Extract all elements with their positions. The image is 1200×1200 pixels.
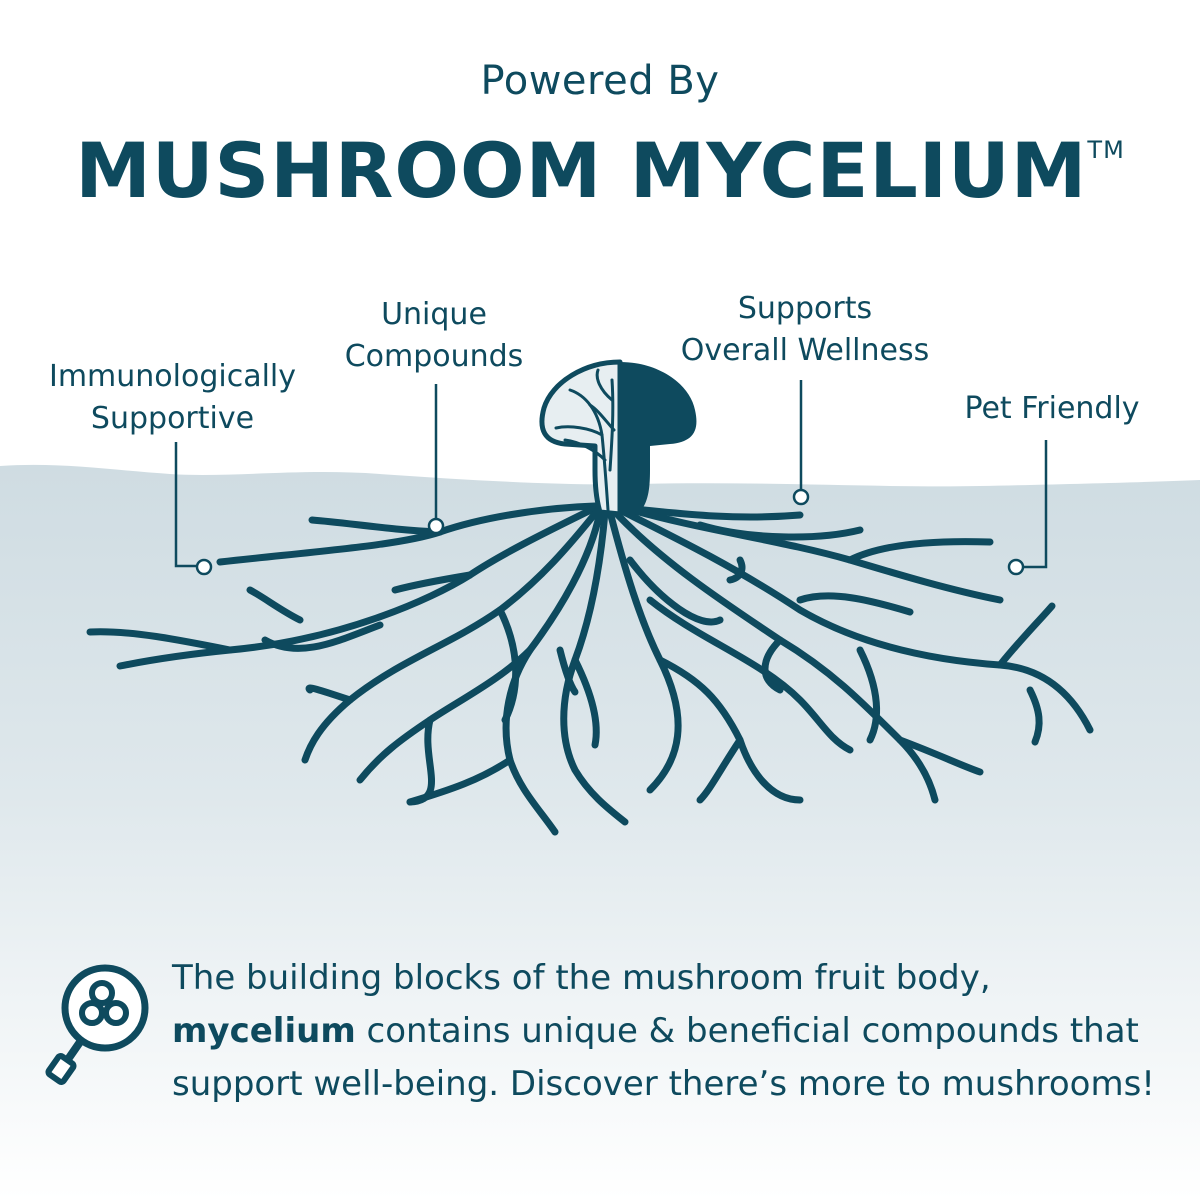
root-strand <box>571 656 600 749</box>
root-strand <box>796 592 914 616</box>
description-part-1: The building blocks of the mushroom frui… <box>172 958 991 998</box>
root-strand <box>301 506 602 764</box>
description-part-2: contains unique & beneficial compounds t… <box>172 1011 1155 1104</box>
callout-line: Pet Friendly <box>964 391 1140 426</box>
leader-immunologically <box>174 442 196 568</box>
mushroom-icon <box>539 359 697 517</box>
leader-pet <box>1024 440 1048 569</box>
root-strand <box>896 736 984 776</box>
root-strand <box>856 646 881 744</box>
callout-immunologically-supportive: Immunologically Supportive <box>40 356 305 440</box>
root-strand <box>246 586 304 624</box>
root-strand <box>696 736 744 804</box>
description-highlight: mycelium <box>172 1011 356 1051</box>
root-strand <box>646 596 854 754</box>
root-strand <box>696 521 864 541</box>
callout-leaders <box>174 380 1048 576</box>
title-text: MUSHROOM MYCELIUM <box>75 126 1088 215</box>
root-strand <box>406 756 514 806</box>
root-strand <box>391 571 474 594</box>
mushroom-cap-solid <box>620 362 697 514</box>
root-strand <box>846 538 994 564</box>
trademark-symbol: TM <box>1087 136 1125 164</box>
callout-line: Supports <box>737 291 873 326</box>
root-strand <box>556 646 579 696</box>
magnifying-glass-icon <box>45 964 149 1085</box>
callout-pet-friendly: Pet Friendly <box>952 388 1152 430</box>
callout-line: Supportive <box>90 401 255 436</box>
root-strand <box>1026 686 1043 746</box>
description-text: The building blocks of the mushroom frui… <box>172 952 1172 1111</box>
root-strand <box>616 506 1094 734</box>
root-strand <box>305 684 354 704</box>
callout-line: Overall Wellness <box>680 333 930 368</box>
page-title: MUSHROOM MYCELIUMTM <box>0 126 1200 215</box>
root-strand <box>626 556 724 626</box>
leader-dot-unique <box>427 517 445 535</box>
root-strand <box>308 516 444 536</box>
leader-dot-wellness <box>792 488 810 506</box>
root-strand <box>621 504 804 521</box>
root-strand <box>86 628 234 654</box>
callout-unique-compounds: Unique Compounds <box>320 294 548 378</box>
mushroom-cap-outline <box>539 359 623 517</box>
root-strand <box>261 621 384 652</box>
callout-line: Unique <box>381 297 487 332</box>
root-strand <box>502 508 604 836</box>
root-strand <box>996 602 1056 669</box>
header-subtitle: Powered By <box>480 58 720 104</box>
leader-dot-pet <box>1007 558 1025 576</box>
root-strand <box>611 508 939 804</box>
callout-line: Immunologically <box>48 359 297 394</box>
callout-supports-overall-wellness: Supports Overall Wellness <box>680 288 930 372</box>
mycelium-roots <box>86 502 1094 836</box>
leader-dot-immunologically <box>195 558 213 576</box>
root-strand <box>116 504 599 670</box>
callout-line: Compounds <box>344 339 524 374</box>
root-strand <box>726 556 746 584</box>
root-strand <box>621 504 1004 604</box>
root-strand <box>560 508 629 826</box>
